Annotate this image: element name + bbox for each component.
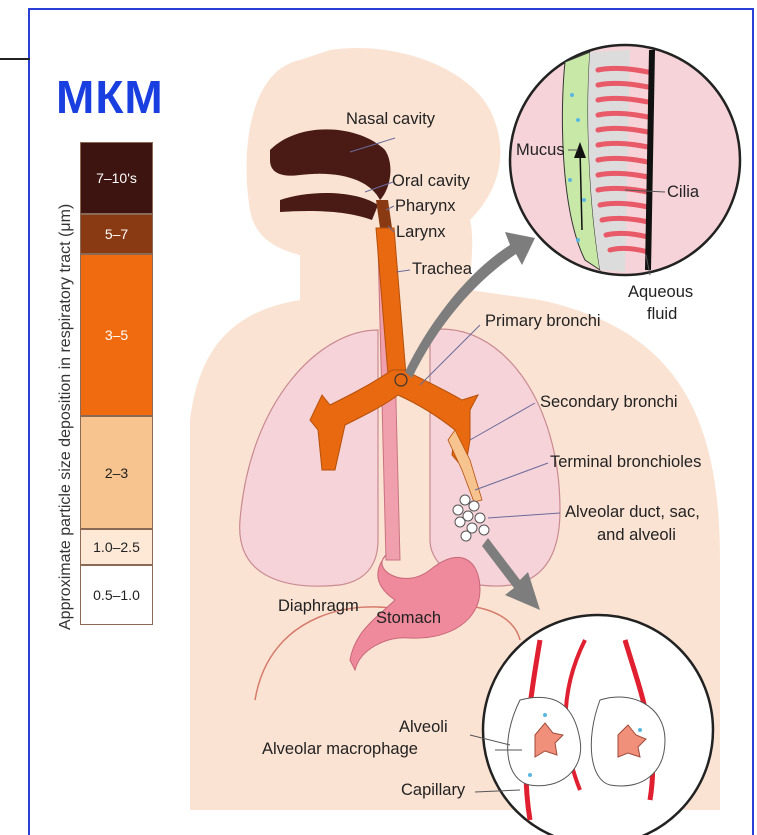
label-terminal-bronchioles: Terminal bronchioles	[550, 453, 701, 472]
label-diaphragm: Diaphragm	[278, 597, 359, 616]
label-mucus: Mucus	[516, 141, 565, 160]
label-capillary: Capillary	[401, 781, 465, 800]
label-trachea: Trachea	[412, 260, 472, 279]
size-band-7-10: 7–10's	[80, 142, 153, 214]
label-secondary-bronchi: Secondary bronchi	[540, 393, 678, 412]
label-alveoli: Alveoli	[399, 718, 448, 737]
size-band-2-3: 2–3	[80, 416, 153, 529]
label-alveolar-macrophage: Alveolar macrophage	[262, 740, 418, 759]
cilia-inset	[510, 45, 740, 275]
label-primary-bronchi: Primary bronchi	[485, 312, 601, 331]
label-alveolar-duct-line1: Alveolar duct, sac,	[565, 503, 700, 522]
scale-axis-title: Approximate particle size deposition in …	[57, 204, 75, 630]
label-nasal-cavity: Nasal cavity	[346, 110, 435, 129]
label-aqueous-line1: Aqueous	[628, 283, 693, 302]
label-larynx: Larynx	[396, 223, 446, 242]
size-band-3-5: 3–5	[80, 254, 153, 416]
label-stomach: Stomach	[376, 609, 441, 628]
size-band-5-7: 5–7	[80, 214, 153, 254]
unit-label: МКМ	[56, 72, 164, 122]
label-alveolar-duct-line2: and alveoli	[597, 526, 676, 545]
size-band-0.5-1: 0.5–1.0	[80, 565, 153, 625]
label-aqueous-line2: fluid	[647, 305, 677, 324]
size-band-1-2.5: 1.0–2.5	[80, 529, 153, 565]
label-pharynx: Pharynx	[395, 197, 456, 216]
label-cilia: Cilia	[667, 183, 699, 202]
label-oral-cavity: Oral cavity	[392, 172, 470, 191]
